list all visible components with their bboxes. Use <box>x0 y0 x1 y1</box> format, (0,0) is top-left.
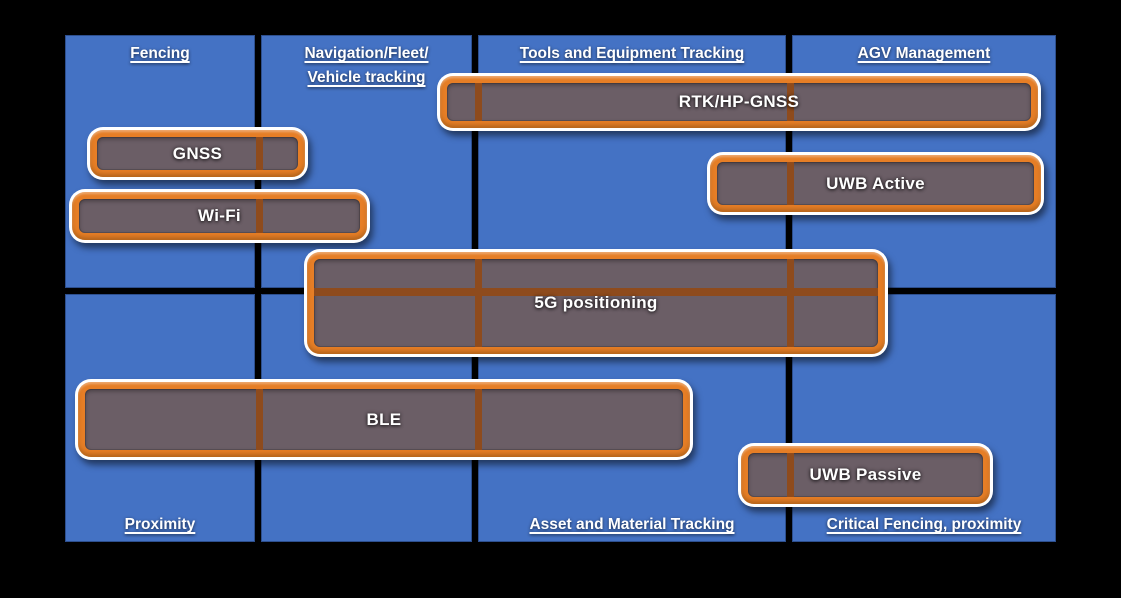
column-header: AGV Management <box>793 42 1055 66</box>
tech-bar-label: BLE <box>366 409 402 429</box>
tech-bar-uwb-passive: UWB Passive <box>738 443 993 507</box>
tech-bar-label: Wi-Fi <box>198 206 241 225</box>
tech-bar-label: RTK/HP-GNSS <box>678 92 800 111</box>
column-header-line: AGV Management <box>857 45 991 62</box>
tech-bar-label: 5G positioning <box>534 293 658 312</box>
tech-bar-body: RTK/HP-GNSS <box>447 83 1031 121</box>
tech-bar-ble: BLE <box>75 379 693 460</box>
tech-bar-body: BLE <box>85 389 683 450</box>
tech-bar-label: UWB Active <box>826 173 925 193</box>
tech-bar-body: UWB Active <box>717 162 1034 205</box>
column-footer-line: Critical Fencing, proximity <box>826 516 1022 533</box>
grid-line-overlay-vertical <box>256 389 263 450</box>
grid-line-overlay-vertical <box>787 453 794 497</box>
grid-line-overlay-vertical <box>475 259 482 347</box>
tech-bar-5g-positioning: 5G positioning <box>304 249 888 357</box>
tech-bar-body: GNSS <box>97 137 298 170</box>
tech-bar-gnss: GNSS <box>87 127 308 180</box>
column-header-line: Fencing <box>130 45 190 62</box>
column-header-line: Navigation/Fleet/ <box>304 45 429 62</box>
tech-bar-border: 5G positioning <box>307 252 885 354</box>
column-footer: Proximity <box>66 514 254 536</box>
tech-bar-uwb-active: UWB Active <box>707 152 1044 215</box>
tech-bar-body: Wi-Fi <box>79 199 360 233</box>
grid-line-overlay-horizontal <box>314 288 878 296</box>
column-footer-line: Asset and Material Tracking <box>529 516 735 533</box>
grid-line-overlay-vertical <box>475 83 482 121</box>
grid-line-overlay-vertical <box>787 83 794 121</box>
grid-line-overlay-vertical <box>256 137 263 170</box>
tech-bar-border: GNSS <box>90 130 305 177</box>
tech-bar-border: RTK/HP-GNSS <box>440 76 1038 128</box>
tech-bar-wi-fi: Wi-Fi <box>69 189 370 243</box>
tech-bar-border: UWB Active <box>710 155 1041 212</box>
grid-line-overlay-vertical <box>256 199 263 233</box>
column-footer-line: Proximity <box>124 516 196 533</box>
column-header: Fencing <box>66 42 254 66</box>
tech-bar-border: UWB Passive <box>741 446 990 504</box>
tech-bar-body: 5G positioning <box>314 259 878 347</box>
column-header-line: Vehicle tracking <box>307 69 426 86</box>
tech-bar-label: GNSS <box>172 143 223 163</box>
grid-line-overlay-vertical <box>787 259 794 347</box>
column-footer: Critical Fencing, proximity <box>793 514 1055 536</box>
tech-bar-label: UWB Passive <box>809 465 922 484</box>
grid-line-overlay-vertical <box>787 162 794 205</box>
tech-bar-rtk-hp-gnss: RTK/HP-GNSS <box>437 73 1041 131</box>
column-header: Tools and Equipment Tracking <box>479 42 785 66</box>
tech-bar-body: UWB Passive <box>748 453 983 497</box>
column-header-line: Tools and Equipment Tracking <box>519 45 745 62</box>
tech-bar-border: BLE <box>78 382 690 457</box>
grid-line-overlay-vertical <box>475 389 482 450</box>
column-footer: Asset and Material Tracking <box>479 514 785 536</box>
column-header: Navigation/Fleet/Vehicle tracking <box>262 42 471 90</box>
tech-bar-border: Wi-Fi <box>72 192 367 240</box>
